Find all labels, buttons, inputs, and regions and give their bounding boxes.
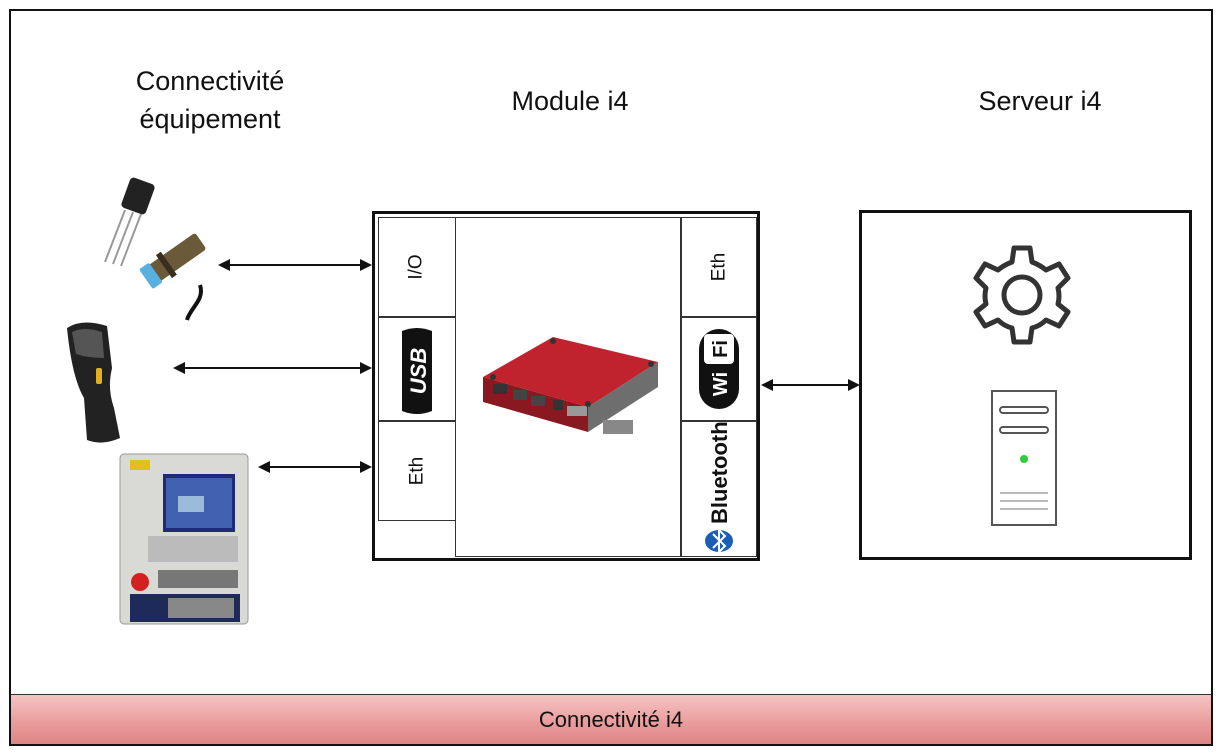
port-eth-right: Eth [681,217,757,317]
arrow-wifi-server [761,379,860,391]
server-tower-icon [991,390,1057,526]
server-box [859,210,1192,560]
heading-server: Serveur i4 [978,86,1102,116]
port-eth-right-label: Eth [708,252,729,282]
heading-equipment-line2: équipement [139,104,281,134]
heading-module: Module i4 [511,86,629,116]
usb-logo-icon: USB [402,328,432,414]
arrow-io [218,259,372,271]
port-io: I/O [378,217,456,317]
port-io-label: I/O [406,254,427,280]
wifi-logo-icon: Wi Fi [699,329,739,409]
bluetooth-logo-icon: Bluetooth [705,421,733,555]
svg-text:Bluetooth: Bluetooth [707,421,732,524]
svg-text:USB: USB [406,348,431,395]
port-wifi: Wi Fi [681,317,757,421]
footer-label: Connectivité i4 [538,706,684,732]
port-eth-left-label: Eth [406,456,427,486]
arrow-eth [258,461,372,473]
module-box: I/O USB Eth Eth [372,211,760,561]
footer-banner: Connectivité i4 [11,694,1211,744]
arrow-usb [173,362,372,374]
svg-text:Fi: Fi [710,340,732,358]
heading-equipment: Connectivité équipement [100,62,320,138]
sensor-icon [104,177,206,321]
barcode-scanner-icon [67,322,120,443]
port-bluetooth: Bluetooth [681,421,757,557]
cnc-controller-icon [119,453,249,625]
port-eth-left: Eth [378,421,456,521]
industrial-module-icon [483,337,658,434]
svg-text:Wi: Wi [710,372,732,396]
port-usb: USB [378,317,456,421]
gear-icon [973,245,1071,345]
module-device-panel [455,217,681,557]
heading-equipment-line1: Connectivité [135,66,285,96]
